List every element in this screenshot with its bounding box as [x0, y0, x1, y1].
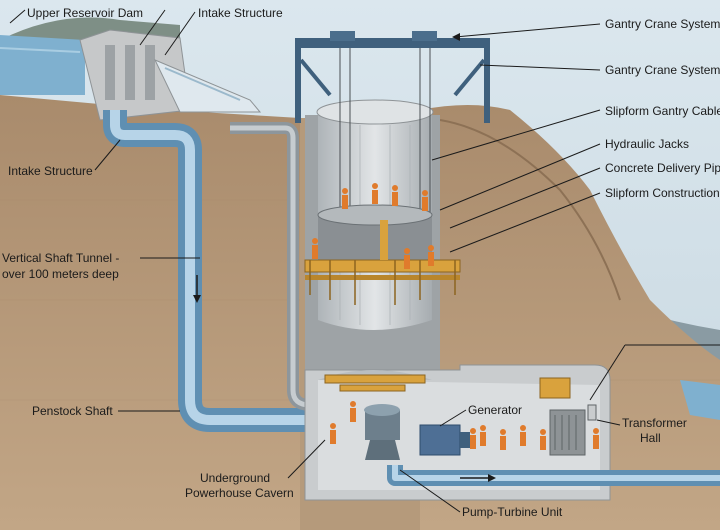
earth-left	[0, 95, 300, 530]
rock-strata	[439, 119, 621, 301]
lower-reservoir	[680, 380, 720, 420]
label-upper-reservoir-dam: Upper Reservoir Dam	[27, 6, 143, 20]
label-transformer-line2: Hall	[640, 431, 661, 445]
label-vertical-shaft-line2: over 100 meters deep	[2, 267, 119, 281]
leader-underground	[287, 439, 326, 479]
leader-gantry-crane-2	[479, 64, 601, 71]
label-underground-line1: Underground	[200, 471, 270, 485]
flow-arrowhead-down	[193, 295, 201, 303]
leader-concrete-delivery	[449, 167, 601, 229]
water-ripple	[0, 47, 81, 53]
flow-arrowhead-right	[488, 474, 496, 482]
label-transformer-line1: Transformer	[622, 416, 687, 430]
tailrace-water	[392, 465, 720, 481]
leader-transformer	[596, 419, 621, 426]
label-gantry-crane-2: Gantry Crane System	[605, 63, 720, 77]
leader-gantry-crane-1	[454, 23, 601, 38]
label-slipform-construction: Slipform Construction	[605, 186, 720, 200]
shaft-rim	[316, 99, 434, 125]
vertical-shaft-water	[110, 110, 320, 425]
label-penstock-shaft: Penstock Shaft	[32, 404, 113, 418]
arrowhead-gantry-crane-1	[452, 33, 460, 41]
leader-slipform-construction	[449, 192, 601, 253]
leader-upper-reservoir-dam	[9, 9, 26, 24]
earth-texture	[0, 199, 720, 401]
leader-intake-structure-top	[164, 11, 196, 56]
slipform-platform	[304, 204, 461, 305]
leader-slipform-cables	[431, 109, 601, 161]
upper-reservoir-water	[0, 35, 85, 95]
generator-unit	[364, 404, 470, 460]
penstock-pipe-highlight	[230, 125, 330, 408]
leader-pump-turbine	[399, 469, 461, 513]
label-underground-line2: Powerhouse Cavern	[185, 486, 294, 500]
label-generator: Generator	[468, 403, 522, 417]
leader-hydraulic-jacks	[439, 143, 601, 211]
leader-generator	[439, 409, 467, 427]
label-gantry-crane-1: Gantry Crane System	[605, 17, 720, 31]
gantry-crane	[295, 31, 490, 225]
label-intake-structure-top: Intake Structure	[198, 6, 283, 20]
annotation-labels: Upper Reservoir Dam Intake Structure Int…	[2, 6, 720, 519]
label-vertical-shaft-line1: Vertical Shaft Tunnel -	[2, 251, 119, 265]
label-intake-structure-left: Intake Structure	[8, 164, 93, 178]
label-slipform-cables: Slipform Gantry Cables	[605, 104, 720, 118]
leader-intake-structure-left	[94, 139, 121, 171]
leader-upper-reservoir-dam-2	[139, 9, 166, 46]
label-hydraulic-jacks: Hydraulic Jacks	[605, 137, 689, 151]
label-pump-turbine-unit: Pump-Turbine Unit	[462, 505, 563, 519]
transformer-unit	[549, 404, 597, 456]
leader-right-edge-2	[589, 344, 626, 401]
label-concrete-delivery: Concrete Delivery Pipe	[605, 161, 720, 175]
slipform-workers	[312, 183, 434, 269]
powerhouse-workers	[330, 401, 599, 450]
dam-structure	[79, 29, 262, 121]
